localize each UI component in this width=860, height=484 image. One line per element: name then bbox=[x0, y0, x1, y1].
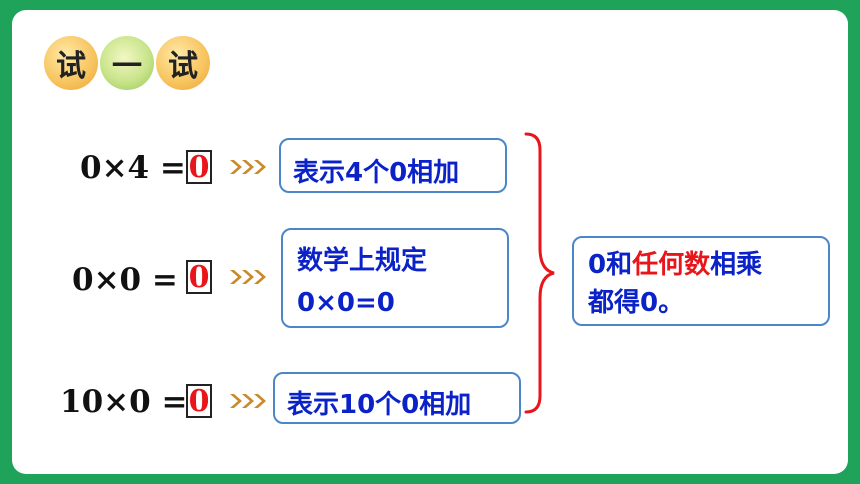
note-row-1: 表示4个0相加 bbox=[279, 138, 507, 193]
conclusion-part-1: 0和 bbox=[588, 250, 633, 280]
title-badge-1: 试 bbox=[44, 36, 98, 90]
note-row-3-text: 表示10个0相加 bbox=[287, 390, 472, 420]
note-row-2-line-2: 0×0=0 bbox=[297, 288, 395, 318]
chevron-arrows-icon bbox=[230, 394, 266, 408]
answer-row-2: 0 bbox=[188, 259, 210, 295]
title-char-3: 试 bbox=[168, 49, 198, 84]
answer-box-row-2: 0 bbox=[186, 259, 212, 295]
right-brace-icon bbox=[524, 132, 555, 414]
note-row-1-text: 表示4个0相加 bbox=[293, 158, 460, 188]
note-row-2-line-1: 数学上规定 bbox=[297, 246, 428, 276]
conclusion-box: 0和任何数相乘 都得0。 bbox=[572, 236, 830, 326]
chevron-arrows-icon bbox=[230, 160, 266, 174]
title-badge-3: 试 bbox=[156, 36, 210, 90]
answer-box-row-1: 0 bbox=[186, 149, 212, 185]
note-row-3: 表示10个0相加 bbox=[273, 372, 521, 424]
conclusion-line-1: 0和任何数相乘 bbox=[588, 246, 828, 284]
chevron-arrows-icon bbox=[230, 270, 266, 284]
conclusion-line-2: 都得0。 bbox=[588, 288, 685, 318]
expression-row-3: 10×0 = bbox=[60, 384, 188, 420]
conclusion-part-2: 相乘 bbox=[710, 250, 763, 280]
expression-row-2: 0×0 = bbox=[72, 262, 178, 298]
title-char-2: 一 bbox=[112, 49, 142, 84]
answer-box-row-3: 0 bbox=[186, 383, 212, 419]
note-row-2: 数学上规定 0×0=0 bbox=[281, 228, 509, 328]
title-badge-2: 一 bbox=[100, 36, 154, 90]
expression-row-1: 0×4 = bbox=[80, 150, 186, 186]
answer-row-1: 0 bbox=[188, 149, 210, 185]
conclusion-highlight: 任何数 bbox=[632, 250, 711, 280]
title-char-1: 试 bbox=[56, 49, 86, 84]
answer-row-3: 0 bbox=[188, 383, 210, 419]
